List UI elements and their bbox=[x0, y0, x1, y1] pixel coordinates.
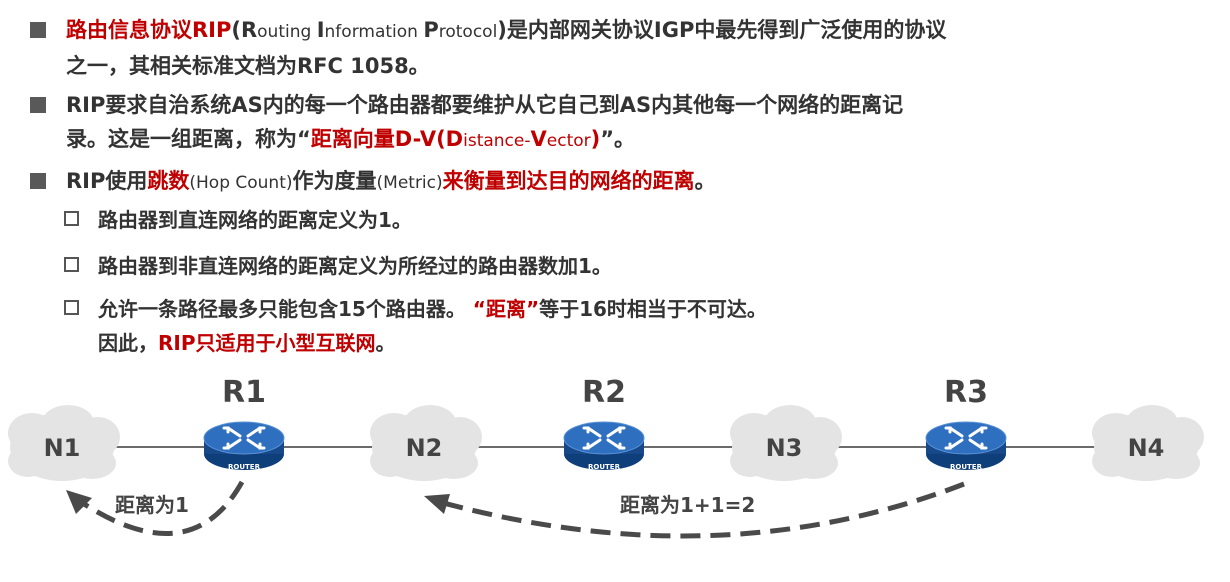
sub-item-1: 路由器到直连网络的距离定义为1。 bbox=[64, 203, 412, 237]
text-segment: nformation bbox=[324, 22, 424, 42]
router-r3-caption: ROUTER bbox=[950, 463, 983, 471]
text-segment: P bbox=[423, 18, 439, 42]
text-segment: rotocol bbox=[438, 22, 498, 42]
text-segment: 跳数 bbox=[147, 169, 190, 193]
sub-item-3: 允许一条路径最多只能包含15个路由器。 “距离”等于16时相当于不可达。 因此，… bbox=[64, 292, 767, 360]
text-segment: (Metric) bbox=[376, 173, 443, 193]
text-segment: ”。 bbox=[600, 127, 636, 151]
text-segment: RIP要求自治系统AS内的每一个路由器都要维护从它自己到AS内其他每一个网络的距… bbox=[66, 93, 904, 117]
sub-item-2-text: 路由器到非直连网络的距离定义为所经过的路由器数加1。 bbox=[98, 249, 612, 283]
text-segment: 允许一条路径最多只能包含15个路由器。 bbox=[98, 297, 473, 321]
sub-item-3-text: 允许一条路径最多只能包含15个路由器。 “距离”等于16时相当于不可达。 bbox=[98, 292, 767, 326]
checkbox-icon bbox=[64, 211, 79, 226]
router-r2-caption: ROUTER bbox=[588, 463, 621, 471]
bullet-2-line-1: RIP要求自治系统AS内的每一个路由器都要维护从它自己到AS内其他每一个网络的距… bbox=[66, 88, 903, 122]
text-segment: 来衡量到达目的网络的距离 bbox=[442, 169, 695, 193]
text-segment: 等于16时相当于不可达。 bbox=[539, 297, 767, 321]
checkbox-icon bbox=[64, 257, 79, 272]
bullet-1: 路由信息协议RIP(Routing Information Protocol)是… bbox=[30, 13, 946, 83]
bullet-3-line-1: RIP使用跳数(Hop Count)作为度量(Metric)来衡量到达目的网络的… bbox=[66, 164, 716, 200]
distance-label-2: 距离为1+1=2 bbox=[620, 493, 755, 517]
bullet-2-line-2: 录。这是一组距离，称为“距离向量D-V(Distance-Vector)”。 bbox=[66, 122, 903, 158]
router-r1-caption: ROUTER bbox=[228, 463, 261, 471]
bullet-1-line-1: 路由信息协议RIP(Routing Information Protocol)是… bbox=[66, 13, 946, 49]
arrowhead-n2-icon bbox=[424, 494, 450, 514]
text-segment: (R bbox=[231, 18, 258, 42]
rip-network-diagram: N1 N2 N3 N4 ROUTER ROUTER ROUTER R1 R2 R… bbox=[8, 375, 1204, 539]
text-segment: I bbox=[316, 18, 325, 42]
network-n3-label: N3 bbox=[766, 434, 803, 462]
text-segment: RIP只适用于小型互联网 bbox=[158, 331, 376, 355]
network-n1-label: N1 bbox=[44, 434, 81, 462]
text-segment: )是内部网关协议IGP中最先得到广泛使用的协议 bbox=[497, 18, 947, 42]
network-n4-label: N4 bbox=[1128, 434, 1165, 462]
distance-label-1: 距离为1 bbox=[115, 493, 189, 517]
text-segment: 录。这是一组距离，称为“ bbox=[66, 127, 311, 151]
text-segment: istance- bbox=[463, 131, 531, 151]
square-bullet-icon bbox=[30, 22, 46, 38]
router-r3-label: R3 bbox=[944, 375, 988, 410]
text-segment: “距离” bbox=[472, 297, 540, 321]
sub-item-2: 路由器到非直连网络的距离定义为所经过的路由器数加1。 bbox=[64, 249, 612, 283]
text-segment: 作为度量 bbox=[292, 169, 377, 193]
text-segment: 。 bbox=[694, 169, 716, 193]
text-segment: 因此， bbox=[98, 331, 158, 355]
sub-item-1-text: 路由器到直连网络的距离定义为1。 bbox=[98, 203, 412, 237]
arrowhead-n1-icon bbox=[66, 490, 92, 514]
text-segment: ector bbox=[546, 131, 591, 151]
bullet-2: RIP要求自治系统AS内的每一个路由器都要维护从它自己到AS内其他每一个网络的距… bbox=[30, 88, 903, 158]
text-segment: (Hop Count) bbox=[189, 173, 293, 193]
text-segment: 。 bbox=[375, 331, 396, 355]
square-bullet-icon bbox=[30, 173, 46, 189]
text-segment: 路由信息协议RIP bbox=[66, 18, 232, 42]
distance-arrow-r3-n2 bbox=[439, 481, 965, 539]
text-segment: outing bbox=[257, 22, 317, 42]
text-segment: V bbox=[530, 127, 547, 151]
distance-arrow-r1-n1 bbox=[76, 480, 245, 536]
text-segment: RIP使用 bbox=[66, 169, 148, 193]
text-segment: ) bbox=[590, 127, 601, 151]
bullet-1-line-2: 之一，其相关标准文档为RFC 1058。 bbox=[66, 54, 430, 78]
router-r1-label: R1 bbox=[222, 375, 266, 410]
router-r2-label: R2 bbox=[582, 375, 626, 410]
square-bullet-icon bbox=[30, 97, 46, 113]
text-segment: 距离向量D-V(D bbox=[310, 127, 464, 151]
text-segment: 路由器到直连网络的距离定义为1。 bbox=[98, 208, 412, 232]
bullet-3: RIP使用跳数(Hop Count)作为度量(Metric)来衡量到达目的网络的… bbox=[30, 164, 716, 200]
text-segment: 路由器到非直连网络的距离定义为所经过的路由器数加1。 bbox=[98, 254, 612, 278]
checkbox-icon bbox=[64, 300, 79, 315]
network-n2-label: N2 bbox=[406, 434, 443, 462]
sub-item-3-line-2: 因此，RIP只适用于小型互联网。 bbox=[98, 326, 767, 360]
